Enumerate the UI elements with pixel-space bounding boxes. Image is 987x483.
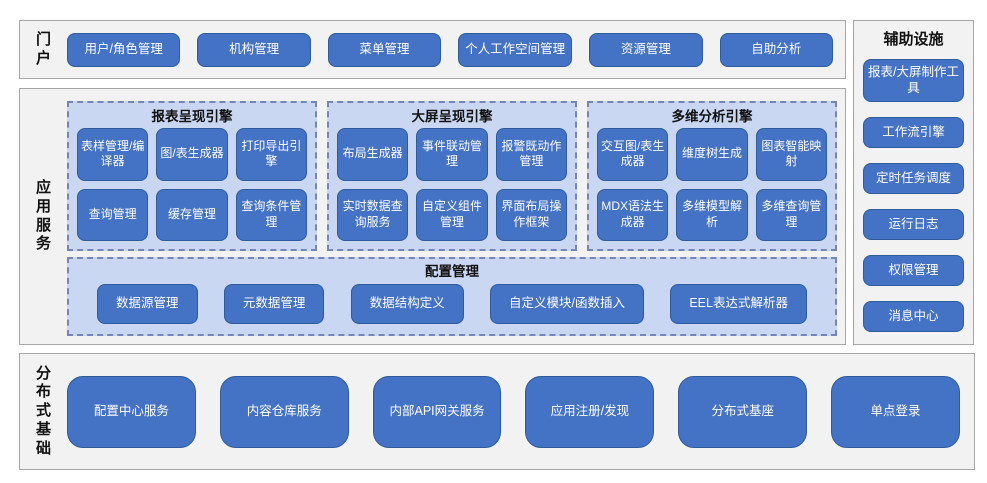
portal-button-resource-management[interactable]: 资源管理	[589, 32, 703, 67]
alarm-action-management-button[interactable]: 报警既动作管理	[495, 128, 567, 181]
message-center-button[interactable]: 消息中心	[863, 300, 964, 332]
query-management-button[interactable]: 查询管理	[77, 188, 149, 241]
portal-button-self-service-analysis[interactable]: 自助分析	[719, 32, 833, 67]
multidim-query-management-button[interactable]: 多维查询管理	[755, 188, 827, 241]
report-rendering-engine-box: 报表呈现引擎 表样管理/编译器 图/表生成器 打印导出引擎 查询管理 缓存管理 …	[67, 101, 317, 251]
config-management-title: 配置管理	[425, 264, 479, 279]
distributed-base-button[interactable]: 分布式基座	[678, 375, 808, 448]
eel-expression-parser-button[interactable]: EEL表达式解析器	[670, 283, 807, 324]
portal-label: 门户	[36, 30, 52, 67]
config-management-box: 配置管理 数据源管理 元数据管理 数据结构定义 自定义模块/函数插入 EEL表达…	[67, 257, 837, 336]
single-sign-on-button[interactable]: 单点登录	[831, 375, 960, 448]
print-export-engine-button[interactable]: 打印导出引擎	[235, 128, 307, 181]
olap-analysis-engine-title: 多维分析引擎	[671, 109, 753, 124]
cache-management-button[interactable]: 缓存管理	[156, 188, 228, 241]
layout-generator-button[interactable]: 布局生成器	[337, 128, 409, 181]
dashboard-rendering-engine-title: 大屏呈现引擎	[411, 109, 493, 124]
config-center-service-button[interactable]: 配置中心服务	[67, 375, 196, 448]
auxiliary-facilities-title: 辅助设施	[883, 31, 944, 48]
portal-section: 门户 用户/角色管理 机构管理 菜单管理 个人工作空间管理 资源管理 自助分析	[19, 20, 846, 79]
report-dashboard-authoring-tool-button[interactable]: 报表/大屏制作工具	[863, 59, 964, 102]
app-services-section: 应用服务 报表呈现引擎 表样管理/编译器 图/表生成器 打印导出引擎 查询管理 …	[19, 88, 846, 345]
event-linkage-management-button[interactable]: 事件联动管理	[416, 128, 488, 181]
portal-button-personal-workspace-management[interactable]: 个人工作空间管理	[458, 32, 573, 67]
permission-management-button[interactable]: 权限管理	[863, 254, 964, 286]
distributed-foundation-label: 分布式基础	[36, 364, 52, 457]
portal-button-menu-management[interactable]: 菜单管理	[327, 32, 442, 67]
app-services-label: 应用服务	[36, 179, 52, 253]
realtime-data-query-service-button[interactable]: 实时数据查询服务	[337, 188, 409, 241]
ui-layout-operation-framework-button[interactable]: 界面布局操作框架	[495, 188, 567, 241]
dashboard-rendering-engine-box: 大屏呈现引擎 布局生成器 事件联动管理 报警既动作管理 实时数据查询服务 自定义…	[327, 101, 577, 251]
content-repository-service-button[interactable]: 内容仓库服务	[219, 375, 349, 448]
app-registration-discovery-button[interactable]: 应用注册/发现	[525, 375, 655, 448]
engine-boxes: 报表呈现引擎 表样管理/编译器 图/表生成器 打印导出引擎 查询管理 缓存管理 …	[67, 101, 837, 251]
metadata-management-button[interactable]: 元数据管理	[223, 283, 325, 324]
run-log-button[interactable]: 运行日志	[863, 208, 964, 240]
chart-smart-mapping-button[interactable]: 图表智能映射	[755, 128, 827, 181]
multidim-model-parsing-button[interactable]: 多维模型解析	[676, 188, 748, 241]
report-template-management-compiler-button[interactable]: 表样管理/编译器	[77, 128, 149, 181]
custom-component-management-button[interactable]: 自定义组件管理	[416, 188, 488, 241]
auxiliary-facilities-section: 辅助设施 报表/大屏制作工具 工作流引擎 定时任务调度 运行日志 权限管理 消息…	[853, 20, 974, 345]
custom-module-function-insert-button[interactable]: 自定义模块/函数插入	[490, 283, 645, 324]
portal-buttons: 用户/角色管理 机构管理 菜单管理 个人工作空间管理 资源管理 自助分析	[67, 32, 833, 67]
chart-table-generator-button[interactable]: 图/表生成器	[156, 128, 228, 181]
query-condition-management-button[interactable]: 查询条件管理	[235, 188, 307, 241]
datasource-management-button[interactable]: 数据源管理	[97, 283, 198, 324]
interactive-chart-table-generator-button[interactable]: 交互图/表生成器	[597, 128, 669, 181]
distributed-foundation-section: 分布式基础 配置中心服务 内容仓库服务 内部API网关服务 应用注册/发现 分布…	[19, 353, 975, 470]
mdx-syntax-generator-button[interactable]: MDX语法生成器	[597, 188, 669, 241]
dimension-tree-generation-button[interactable]: 维度树生成	[676, 128, 748, 181]
portal-button-org-management[interactable]: 机构管理	[197, 32, 311, 67]
scheduled-task-scheduler-button[interactable]: 定时任务调度	[863, 162, 964, 194]
internal-api-gateway-service-button[interactable]: 内部API网关服务	[372, 375, 502, 448]
report-rendering-engine-title: 报表呈现引擎	[151, 109, 233, 124]
portal-button-user-role-management[interactable]: 用户/角色管理	[67, 32, 181, 67]
app-services-content: 报表呈现引擎 表样管理/编译器 图/表生成器 打印导出引擎 查询管理 缓存管理 …	[67, 89, 837, 344]
workflow-engine-button[interactable]: 工作流引擎	[863, 116, 964, 148]
data-structure-definition-button[interactable]: 数据结构定义	[350, 283, 464, 324]
olap-analysis-engine-box: 多维分析引擎 交互图/表生成器 维度树生成 图表智能映射 MDX语法生成器 多维…	[587, 101, 837, 251]
